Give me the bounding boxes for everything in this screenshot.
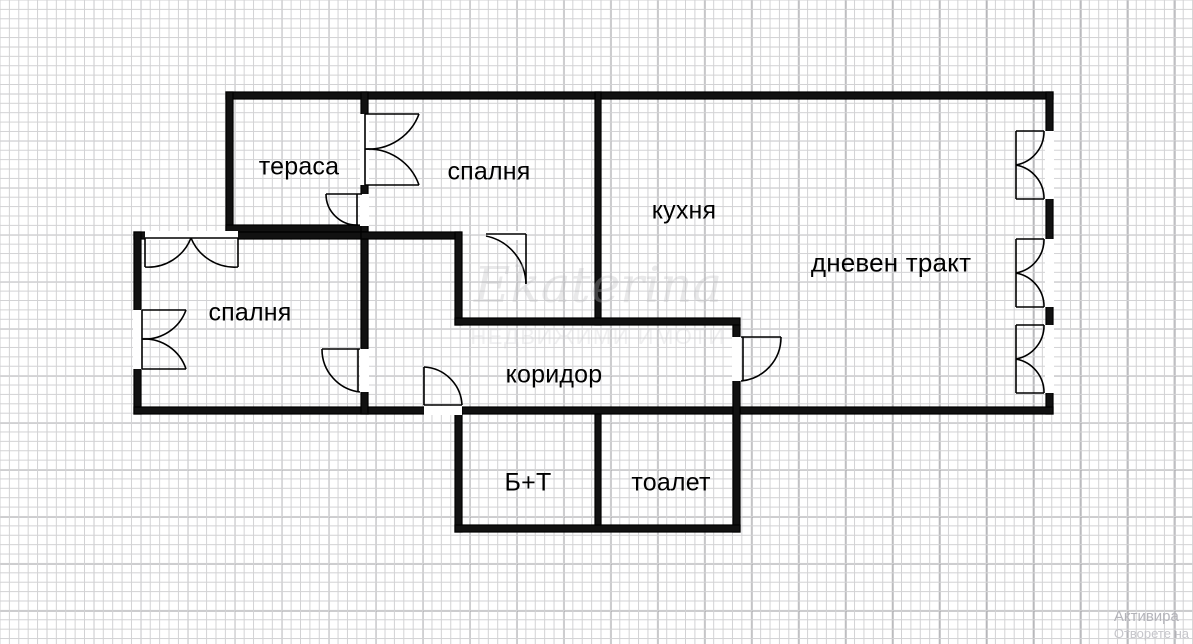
opening-leftbed-top-door	[145, 231, 238, 240]
wall-bath-left	[454, 406, 463, 533]
room-label-bedroom_top: спалня	[447, 157, 531, 186]
door-terrace-single	[325, 193, 362, 226]
opening-leftbed-right-door	[360, 349, 369, 392]
wall-bottom-living	[739, 406, 1054, 415]
wall-terrace-bottom	[225, 224, 369, 233]
wall-topbed-corridor-h	[360, 231, 462, 240]
door-bedroom-top-double	[364, 113, 420, 186]
room-label-terrace: тераса	[258, 152, 340, 181]
opening-leftbed-left-window	[133, 310, 142, 369]
opening-living-window-2	[1045, 239, 1054, 307]
wall-terrace-left	[225, 91, 234, 233]
window-living-double-2	[1015, 238, 1045, 308]
door-leftbed-corridor	[321, 348, 361, 393]
room-label-bath_wc: Б+Т	[504, 468, 552, 497]
door-corridor-living	[740, 336, 782, 382]
door-corridor-bath	[423, 366, 463, 406]
wall-corridor-top	[454, 317, 741, 326]
door-leftbed-top-double	[144, 237, 239, 268]
room-label-corridor: коридор	[505, 360, 603, 389]
opening-living-window-1	[1045, 131, 1054, 199]
wall-bedroom-kitchen	[594, 91, 602, 326]
wall-bath-bottom	[454, 524, 741, 533]
opening-topbed-corridor-door	[486, 231, 526, 240]
room-label-toilet: тоалет	[631, 468, 711, 497]
opening-terrace-door	[360, 194, 369, 226]
window-living-double-1	[1015, 130, 1045, 200]
opening-corridor-living-door	[732, 337, 741, 381]
door-topbed-corridor	[485, 233, 527, 285]
room-label-living: дневен тракт	[810, 247, 972, 278]
window-leftbed-left-double	[141, 309, 187, 370]
door-symbols-group	[141, 113, 1045, 406]
room-label-kitchen: кухня	[651, 196, 717, 225]
room-label-bedroom_left: спалня	[208, 298, 292, 327]
window-living-double-3	[1015, 324, 1045, 394]
wall-corridor-bottom	[367, 406, 741, 415]
opening-living-window-3	[1045, 325, 1054, 393]
wall-top-outer	[225, 91, 1054, 100]
wall-bath-toilet-divider	[594, 413, 602, 526]
wall-leftbed-bottom	[133, 406, 369, 415]
wall-corridor-left-upper	[454, 231, 463, 326]
opening-corridor-bath-door	[424, 406, 462, 415]
